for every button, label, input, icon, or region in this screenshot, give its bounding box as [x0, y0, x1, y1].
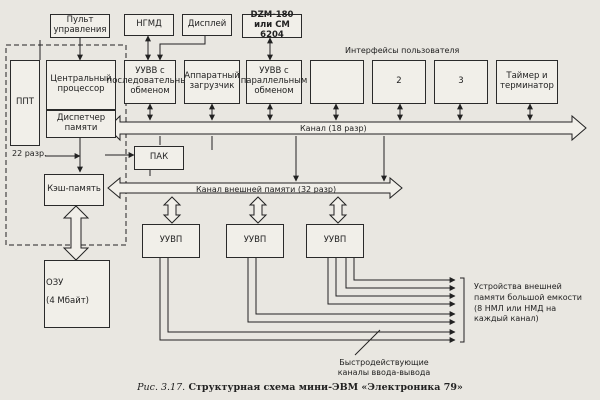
- pak-label: ПАК: [149, 152, 169, 163]
- ozu-size: (4 Мбайт): [46, 295, 90, 306]
- uuvv-par-box: УУВВ с параллельным обменом: [241, 60, 307, 104]
- fastch-pointer: [354, 329, 381, 356]
- ngmd-label: НГМД: [136, 19, 162, 30]
- extbus-label: Канал внешней памяти (32 разр): [196, 185, 337, 194]
- cpu-label: Центральный процессор: [50, 74, 112, 94]
- pak-box: ПАК: [134, 146, 184, 170]
- cache-box: Кэш-память: [44, 174, 104, 206]
- ppt-box: ППТ: [10, 60, 40, 146]
- timer-box: Таймер и терминатор: [496, 60, 558, 104]
- ext-uuvp1: [162, 196, 182, 224]
- pult-box: Пульт управления: [50, 14, 110, 38]
- memdisp-label: Диспетчер памяти: [56, 113, 106, 133]
- link-display-uuvv: [157, 36, 206, 61]
- uuvv-seq-box: УУВВ с последовательным обменом: [107, 60, 193, 104]
- addr22-label: 22 разр.: [12, 149, 47, 158]
- uuvp1-label: УУВП: [159, 235, 183, 246]
- extdev-bracket: [460, 277, 465, 343]
- display-box: Дисплей: [182, 14, 232, 36]
- user-ifaces-label: Интерфейсы пользователя: [345, 46, 460, 55]
- dzm-label: DZM-180 или СМ 6204: [250, 10, 294, 40]
- ext-bus-arrow: [107, 176, 403, 200]
- dzm-box: DZM-180 или СМ 6204: [242, 10, 302, 40]
- display-label: Дисплей: [187, 19, 227, 30]
- fast-channels: [159, 258, 456, 343]
- figure-caption: Рис. 3.17. Структурная схема мини-ЭВМ «Э…: [0, 382, 600, 393]
- timer-label: Таймер и терминатор: [500, 71, 554, 91]
- ext-uuvp2: [248, 196, 268, 224]
- hwboot-label: Аппаратный загрузчик: [184, 71, 240, 91]
- iface3-box: 3: [434, 60, 488, 104]
- cache-label: Кэш-память: [47, 184, 101, 195]
- caption-text: Структурная схема мини-ЭВМ «Электроника …: [188, 382, 463, 393]
- extdev-label: Устройства внешней памяти большой емкост…: [474, 282, 582, 324]
- uuvp2-box: УУВП: [226, 224, 284, 258]
- ext-uuvp3: [328, 196, 348, 224]
- uuvp3-label: УУВП: [323, 235, 347, 246]
- bus-label: Канал (18 разр): [300, 124, 367, 133]
- hwboot-box: Аппаратный загрузчик: [184, 60, 240, 104]
- uuvp2-label: УУВП: [243, 235, 267, 246]
- fastch-label: Быстродействующие каналы ввода-вывода: [337, 358, 431, 377]
- uuvp1-box: УУВП: [142, 224, 200, 258]
- ozu-label: ОЗУ: [46, 278, 64, 288]
- uuvp3-box: УУВП: [306, 224, 364, 258]
- cpu-box: Центральный процессор: [46, 60, 116, 110]
- cache-ozu-arrow: [62, 205, 90, 261]
- main-bus-arrow: [107, 114, 587, 142]
- iface2-label: 2: [396, 76, 402, 87]
- processor-group-outline: [5, 44, 127, 246]
- ppt-label: ППТ: [16, 97, 34, 108]
- uuvv-par-label: УУВВ с параллельным обменом: [240, 66, 308, 96]
- iface2-box: 2: [372, 60, 426, 104]
- iface1-box: [310, 60, 364, 104]
- memdisp-box: Диспетчер памяти: [46, 110, 116, 138]
- iface3-label: 3: [458, 76, 464, 87]
- uuvv-seq-label: УУВВ с последовательным обменом: [106, 66, 194, 96]
- ngmd-box: НГМД: [124, 14, 174, 36]
- caption-prefix: Рис. 3.17.: [137, 382, 186, 393]
- pult-label: Пульт управления: [53, 15, 107, 35]
- ozu-box: ОЗУ (4 Мбайт): [44, 260, 110, 328]
